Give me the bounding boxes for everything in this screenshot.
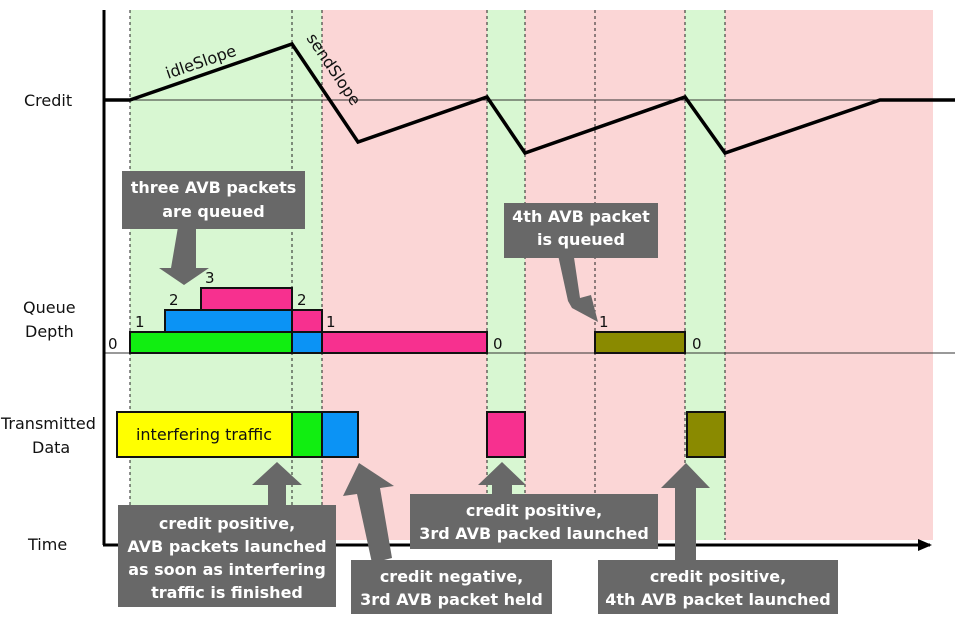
- zone-green-3: [685, 10, 725, 540]
- annotation-held-third: credit negative, 3rd AVB packet held: [351, 560, 552, 614]
- transmitted-row-label-line1: Transmitted: [0, 414, 96, 433]
- transmitted-packet-olive: [686, 411, 726, 458]
- annotation-line: 4th AVB packet: [512, 207, 650, 226]
- credit-curve: [104, 41, 955, 156]
- queue-depth-number: 1: [135, 313, 145, 331]
- annotation-queued-fourth: 4th AVB packet is queued: [504, 203, 658, 258]
- queue-depth-number: 1: [599, 313, 609, 331]
- arrow-to-fourth-packet: [558, 244, 598, 322]
- transmitted-packet-blue: [321, 411, 359, 458]
- queue-packet-blue-remaining: [291, 331, 323, 354]
- queue-packet-pink-stacked: [291, 309, 323, 333]
- annotation-box: [118, 505, 336, 607]
- event-lines: [129, 10, 726, 540]
- queue-packet-green: [129, 331, 293, 354]
- queue-depth-number: 2: [169, 291, 179, 309]
- arrow-from-launched-first: [252, 462, 302, 507]
- annotation-box: [598, 560, 838, 614]
- transmitted-data-chart: interfering traffic: [116, 411, 726, 458]
- annotation-line: as soon as interfering: [128, 560, 326, 579]
- queue-depth-row-label-line2: Depth: [25, 322, 74, 341]
- queue-depth-number: 2: [297, 291, 307, 309]
- annotation-box: [410, 494, 658, 549]
- annotation-arrows: [159, 214, 710, 563]
- annotation-line: credit positive,: [159, 514, 295, 533]
- arrow-from-launched-fourth: [661, 463, 710, 563]
- annotation-line: 3rd AVB packet held: [360, 590, 543, 609]
- annotation-queued-three: three AVB packets are queued: [122, 171, 305, 229]
- transmitted-row-label-line2: Data: [32, 438, 70, 457]
- zone-red-2: [525, 10, 685, 540]
- annotation-line: credit negative,: [380, 567, 523, 586]
- queue-depth-number: 0: [108, 335, 118, 353]
- queue-packet-pink-waiting: [321, 331, 488, 354]
- transmitted-packet-green: [291, 411, 323, 458]
- queue-packet-pink: [200, 287, 293, 311]
- queue-packet-olive: [594, 331, 686, 354]
- annotation-box: [122, 171, 305, 229]
- credit-row-label: Credit: [24, 91, 72, 110]
- arrow-to-third-packet: [159, 214, 209, 285]
- queue-packet-blue: [164, 309, 293, 333]
- interfering-traffic-label: interfering traffic: [136, 425, 272, 444]
- interfering-traffic-block: [116, 411, 293, 458]
- transmitted-packet-pink: [486, 411, 526, 458]
- arrow-from-held-third: [343, 463, 394, 563]
- annotation-launched-fourth: credit positive, 4th AVB packet launched: [598, 560, 838, 614]
- arrow-from-launched-third: [478, 462, 526, 497]
- annotation-launched-third: credit positive, 3rd AVB packed launched: [410, 494, 658, 549]
- queue-depth-chart: 0 1 2 3 2 1 0 1 0: [108, 269, 702, 354]
- annotation-line: 4th AVB packet launched: [605, 590, 830, 609]
- annotation-box: [504, 203, 658, 258]
- queue-depth-number: 1: [326, 313, 336, 331]
- annotation-line: AVB packets launched: [127, 537, 326, 556]
- queue-depth-number: 0: [692, 335, 702, 353]
- annotation-launched-first: credit positive, AVB packets launched as…: [118, 505, 336, 607]
- zone-red-3: [725, 10, 933, 540]
- annotation-line: is queued: [537, 230, 625, 249]
- annotation-box: [351, 560, 552, 614]
- queue-depth-row-label-line1: Queue: [23, 298, 76, 317]
- queue-depth-number: 0: [493, 335, 503, 353]
- queue-depth-number: 3: [205, 269, 215, 287]
- zone-green-2: [487, 10, 525, 540]
- annotation-line: are queued: [162, 202, 265, 221]
- annotation-line: credit positive,: [466, 501, 602, 520]
- annotation-line: traffic is finished: [151, 583, 303, 602]
- time-row-label: Time: [27, 535, 67, 554]
- annotation-line: 3rd AVB packed launched: [419, 524, 649, 543]
- annotation-line: three AVB packets: [131, 178, 297, 197]
- background-zones: [130, 10, 933, 540]
- annotation-line: credit positive,: [650, 567, 786, 586]
